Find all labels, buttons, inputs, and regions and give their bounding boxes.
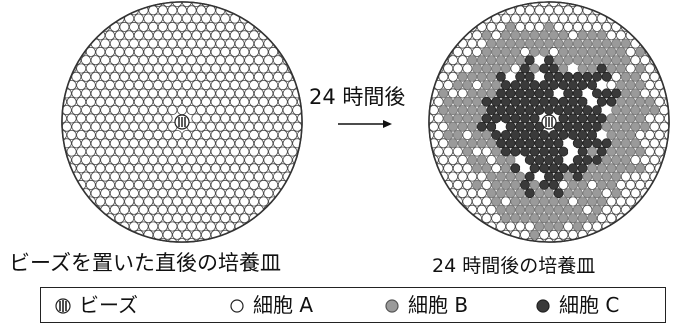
cell-c-icon (536, 299, 550, 313)
legend-label-cell-c: 細胞 C (559, 293, 620, 317)
cell-b-icon (385, 299, 399, 313)
legend-label-beads: ビーズ (79, 293, 138, 317)
dish-initial (61, 1, 303, 243)
bead-marker (541, 114, 557, 130)
arrow-right-icon (338, 120, 392, 128)
legend: ビーズ 細胞 A 細胞 B 細胞 C (40, 287, 666, 323)
time-label: 24 時間後 (309, 85, 406, 109)
bead-marker (174, 114, 190, 130)
legend-item-beads: ビーズ (55, 295, 138, 315)
cell-a-icon (230, 299, 244, 313)
legend-item-cell-b: 細胞 B (384, 295, 468, 315)
legend-item-cell-a: 細胞 A (229, 295, 313, 315)
legend-label-cell-b: 細胞 B (408, 293, 469, 317)
dish-after-24h (428, 1, 670, 243)
bead-icon (55, 298, 71, 314)
legend-label-cell-a: 細胞 A (253, 293, 314, 317)
caption-right-dish: 24 時間後の培養皿 (432, 255, 596, 277)
legend-item-cell-c: 細胞 C (535, 295, 619, 315)
caption-left-dish: ビーズを置いた直後の培養皿 (9, 251, 281, 275)
